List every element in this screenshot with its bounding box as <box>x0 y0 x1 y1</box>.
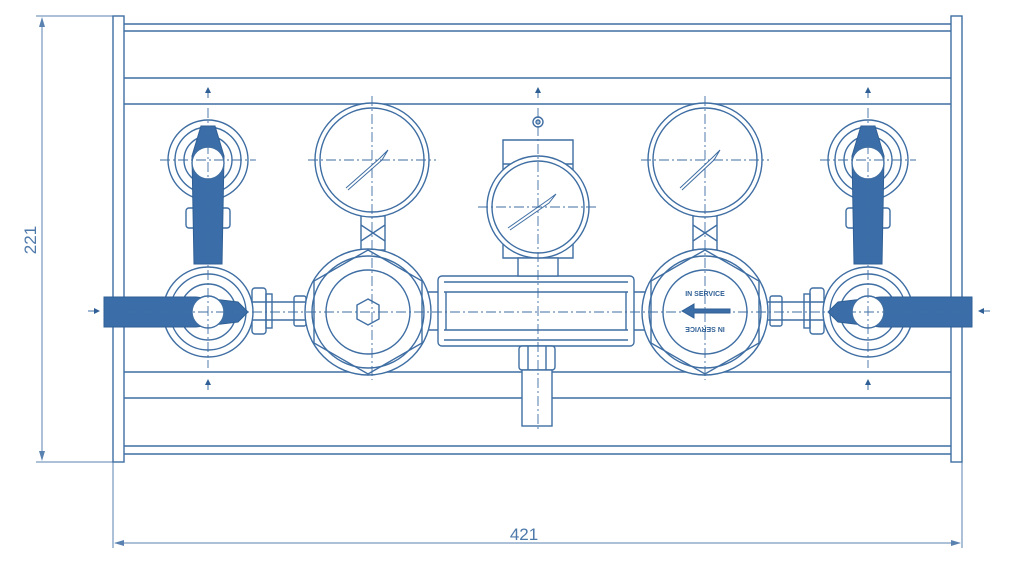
width-dimension-label: 421 <box>510 525 538 544</box>
flow-arrows <box>88 87 990 390</box>
width-dimension: 421 <box>112 462 963 548</box>
height-dimension: 221 <box>21 15 113 463</box>
center-manifold <box>437 275 635 427</box>
center-lines <box>126 96 970 432</box>
height-dimension-label: 221 <box>21 226 40 254</box>
flow-direction-arrow-icon <box>681 303 731 319</box>
left-regulator <box>304 102 432 376</box>
in-service-label-bottom: IN SERVICE <box>685 325 725 332</box>
